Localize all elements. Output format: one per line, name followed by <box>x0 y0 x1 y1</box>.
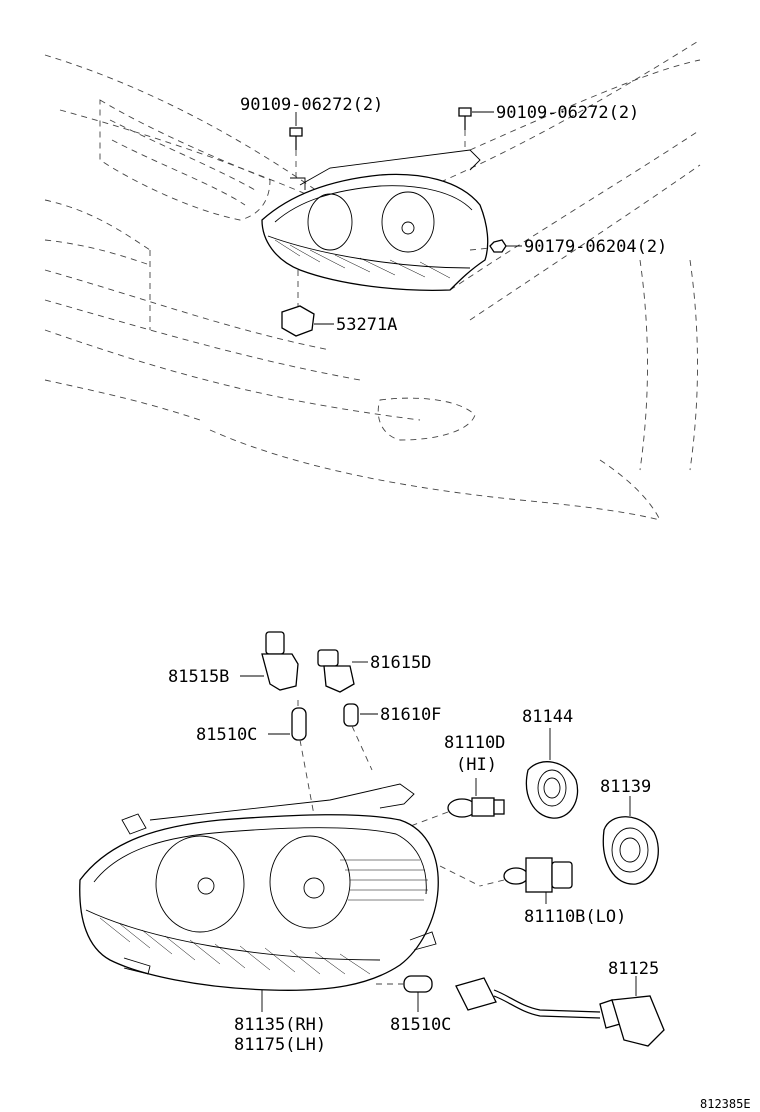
callout-bolt-left: 90109-06272(2) <box>240 95 383 115</box>
callout-cover-81139: 81139 <box>600 777 651 797</box>
bolt-left-icon <box>289 127 303 182</box>
callout-bulb-hi: 81110D <box>444 733 505 753</box>
diagram-id: 812385E <box>700 1097 751 1111</box>
callout-bulb-lo: 81110B(LO) <box>524 907 626 927</box>
bolt-right-icon <box>458 107 472 152</box>
socket-81615d-icon <box>317 649 355 693</box>
callout-socket-81615d: 81615D <box>370 653 431 673</box>
headlamp-unit-icon <box>79 783 439 1012</box>
bulb-lo-icon <box>439 857 573 904</box>
callout-harness: 81125 <box>608 959 659 979</box>
callout-nut: 90179-06204(2) <box>524 237 667 257</box>
callout-clip: 53271A <box>336 315 397 335</box>
wire-harness-icon <box>455 976 665 1047</box>
clip-icon <box>281 270 315 337</box>
socket-81515b-icon <box>261 631 299 706</box>
bulb-hi-icon <box>399 778 505 831</box>
callout-bulb-81510c-top: 81510C <box>196 725 257 745</box>
callout-bulb-hi-note: (HI) <box>456 755 497 775</box>
bulb-81610f-icon <box>343 703 373 771</box>
callout-socket-81515b: 81515B <box>168 667 229 687</box>
callout-unit-lh: 81175(LH) <box>234 1035 326 1055</box>
cover-81139-icon <box>602 796 659 885</box>
nut-icon <box>469 239 507 253</box>
callout-unit-rh: 81135(RH) <box>234 1015 326 1035</box>
cover-81144-icon <box>525 728 579 819</box>
callout-bulb-81610f: 81610F <box>380 705 441 725</box>
bulb-81510c-top-icon <box>291 707 329 891</box>
callout-cover-81144: 81144 <box>522 707 573 727</box>
vehicle-front-outline <box>44 39 701 521</box>
callout-bolt-right: 90109-06272(2) <box>496 103 639 123</box>
bulb-81510c-bottom-icon <box>372 975 433 1012</box>
headlamp-installed <box>261 149 489 291</box>
callout-bulb-81510c-bottom: 81510C <box>390 1015 451 1035</box>
